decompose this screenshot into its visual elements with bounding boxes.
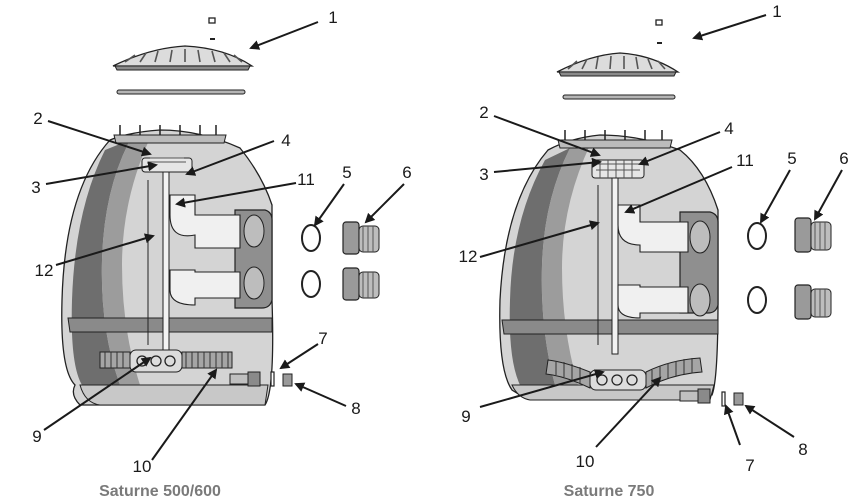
callout-12: 12 [459,247,478,266]
callout-leaders-left [43,21,405,461]
callout-7: 7 [318,329,327,348]
callout-1: 1 [772,2,781,21]
callout-8: 8 [351,399,360,418]
diagram-caption: Saturne 750 [564,483,655,500]
diagram-saturne-500-600: 1 2 3 4 5 6 7 8 9 10 11 12 Saturne 500/6… [31,8,411,500]
callout-6: 6 [839,149,848,168]
callout-labels-left: 1 2 3 4 5 6 7 8 9 10 11 12 [31,8,411,476]
internal-pipework-drawing [545,159,711,404]
callout-2: 2 [33,109,42,128]
port-seals-and-unions-drawing [721,217,832,407]
filter-tank-drawing [499,130,719,401]
diagram-saturne-750: 1 2 3 4 5 6 7 8 9 10 11 12 Saturne 750 [459,2,849,500]
callout-1: 1 [328,8,337,27]
callout-6: 6 [402,163,411,182]
filter-lid-drawing [556,19,681,100]
callout-10: 10 [133,457,152,476]
callout-7: 7 [745,456,754,475]
callout-11: 11 [297,170,315,189]
callout-leaders-right [479,14,843,448]
callout-2: 2 [479,103,488,122]
callout-9: 9 [32,427,41,446]
callout-4: 4 [281,131,290,150]
callout-10: 10 [576,452,595,471]
callout-3: 3 [31,178,40,197]
port-seals-and-unions-drawing [270,221,380,387]
callout-4: 4 [724,119,733,138]
callout-11: 11 [736,151,754,170]
filter-lid-drawing [112,17,255,95]
callout-9: 9 [461,407,470,426]
callout-labels-right: 1 2 3 4 5 6 7 8 9 10 11 12 [459,2,849,475]
callout-3: 3 [479,165,488,184]
callout-12: 12 [35,261,54,280]
callout-5: 5 [787,149,796,168]
callout-5: 5 [342,163,351,182]
callout-8: 8 [798,440,807,459]
diagram-caption: Saturne 500/600 [99,483,221,500]
